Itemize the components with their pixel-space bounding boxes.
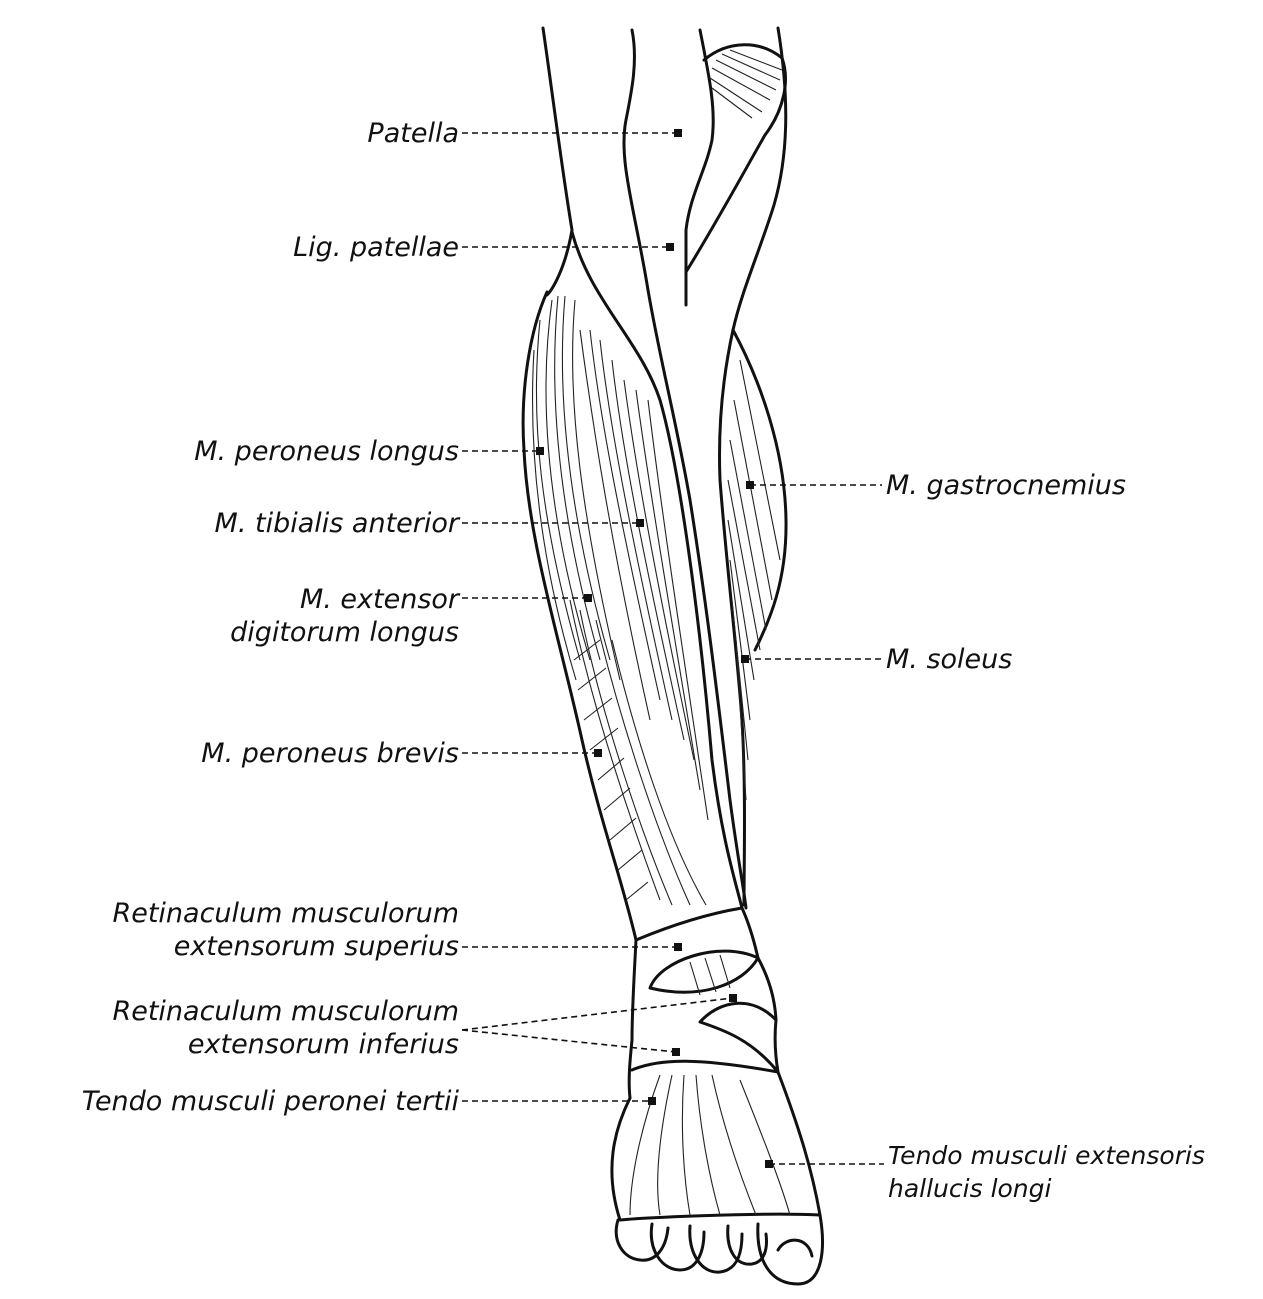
label-soleus-text: M. soleus (886, 644, 1013, 675)
label-peroneus-brevis-text: M. peroneus brevis (201, 738, 459, 769)
soleus-fibres (727, 359, 781, 801)
label-tendo-hallucis: Tendo musculi extensoris hallucis longi (888, 1139, 1205, 1205)
marker-gastrocnemius (746, 481, 754, 489)
label-tendo-peronei-text: Tendo musculi peronei tertii (81, 1086, 459, 1117)
leader-retinaculum-inferius-lower (461, 1029, 677, 1053)
lateral-ankle-outline (627, 938, 638, 1100)
label-tibialis-anterior-text: M. tibialis anterior (214, 508, 459, 539)
peroneus-longus-fibres (531, 295, 621, 681)
marker-tendo-hallucis (765, 1160, 773, 1168)
superior-retinaculum-band (634, 906, 760, 960)
label-extensor-digitorum: M. extensor digitorum longus (230, 583, 459, 649)
condyle-hatching (709, 49, 783, 119)
label-peroneus-longus: M. peroneus longus (194, 435, 459, 468)
knee-medial-outline (731, 26, 788, 332)
marker-patella (674, 129, 682, 137)
label-extensor-digitorum-line2: digitorum longus (230, 617, 459, 648)
inferior-retinaculum-band (698, 1001, 780, 1074)
foot-dorsum-outline (610, 1070, 822, 1222)
knee-lateral-outline (541, 26, 574, 297)
marker-soleus (741, 655, 749, 663)
extensor-digitorum-fibres (569, 599, 707, 906)
tibialis-anterior-fibres (579, 329, 709, 821)
label-lig-patellae: Lig. patellae (293, 231, 459, 264)
label-lig-patellae-text: Lig. patellae (293, 232, 459, 263)
tibia-anterior-border (570, 230, 744, 910)
label-retinaculum-superius-line2: extensorum superius (173, 931, 459, 962)
tibia-shaft-line (646, 288, 748, 910)
superior-retinaculum-window (648, 949, 760, 994)
marker-retinaculum-inferius-lower (672, 1048, 680, 1056)
lig-patellae-outline (684, 28, 715, 307)
marker-lig-patellae (666, 243, 674, 251)
label-peroneus-longus-text: M. peroneus longus (194, 436, 459, 467)
label-soleus: M. soleus (886, 643, 1012, 676)
label-gastrocnemius: M. gastrocnemius (886, 469, 1126, 502)
label-tendo-peronei: Tendo musculi peronei tertii (82, 1085, 459, 1118)
marker-tendo-peronei (648, 1097, 656, 1105)
leader-retinaculum-inferius-upper (461, 997, 734, 1031)
medial-ankle-outline (756, 956, 778, 1022)
label-patella-text: Patella (367, 118, 459, 149)
label-tibialis-anterior: M. tibialis anterior (215, 507, 459, 540)
label-gastrocnemius-text: M. gastrocnemius (886, 470, 1126, 501)
medial-shaft-outline (718, 328, 746, 907)
retinaculum-window-tendons (689, 954, 731, 996)
label-tendo-hallucis-line1: Tendo musculi extensoris (888, 1141, 1205, 1170)
lateral-leg-outline (521, 290, 638, 942)
label-retinaculum-inferius-line1: Retinaculum musculorum (112, 996, 459, 1027)
label-patella: Patella (367, 117, 459, 150)
marker-peroneus-brevis (594, 749, 602, 757)
gastrocnemius-outline (731, 328, 788, 652)
label-extensor-digitorum-line1: M. extensor (299, 584, 459, 615)
toes-outline (614, 1213, 824, 1286)
label-retinaculum-superius: Retinaculum musculorum extensorum superi… (112, 897, 459, 963)
label-tendo-hallucis-line2: hallucis longi (888, 1174, 1052, 1203)
peroneus-brevis-hatching (573, 639, 649, 901)
inferior-retinaculum-lower (630, 1059, 780, 1074)
marker-extensor-digitorum (584, 594, 592, 602)
label-retinaculum-inferius-line2: extensorum inferius (187, 1029, 459, 1060)
patella-outline (622, 28, 650, 292)
marker-retinaculum-superius (674, 943, 682, 951)
marker-retinaculum-inferius-upper (729, 994, 737, 1002)
marker-peroneus-longus (536, 447, 544, 455)
marker-tibialis-anterior (636, 519, 644, 527)
foot-tendons (629, 1074, 791, 1216)
label-peroneus-brevis: M. peroneus brevis (201, 737, 459, 770)
femoral-condyle-outline (684, 43, 787, 274)
label-retinaculum-inferius: Retinaculum musculorum extensorum inferi… (112, 995, 459, 1061)
label-retinaculum-superius-line1: Retinaculum musculorum (112, 898, 459, 929)
